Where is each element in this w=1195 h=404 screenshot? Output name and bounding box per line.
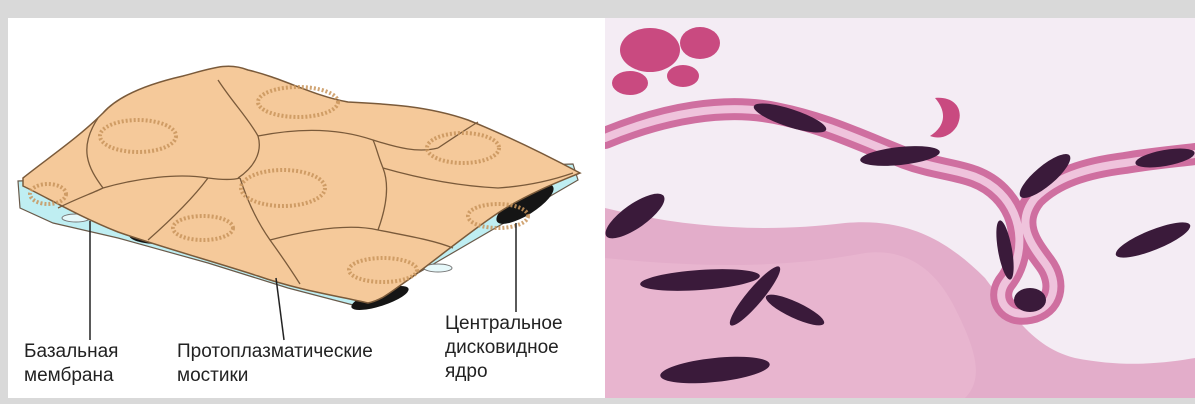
leader-line-bridges — [276, 278, 284, 340]
micrograph-illustration — [605, 18, 1195, 398]
label-basal-membrane: Базальная мембрана — [24, 340, 118, 388]
label-line: Базальная — [24, 340, 118, 364]
label-line: Центральное — [445, 312, 563, 336]
label-line: мембрана — [24, 364, 118, 388]
label-line: Протоплазматические — [177, 340, 373, 364]
label-line: ядро — [445, 360, 563, 384]
epithelium-diagram: Базальная мембрана Протоплазматические м… — [8, 18, 604, 398]
label-line: дисковидное — [445, 336, 563, 360]
figure-frame: Базальная мембрана Протоплазматические м… — [8, 18, 1195, 398]
label-protoplasmic-bridges: Протоплазматические мостики — [177, 340, 373, 388]
label-central-nucleus: Центральное дисковидное ядро — [445, 312, 563, 384]
cell-sheet-surface — [23, 66, 580, 303]
label-line: мостики — [177, 364, 373, 388]
micrograph — [605, 18, 1195, 398]
